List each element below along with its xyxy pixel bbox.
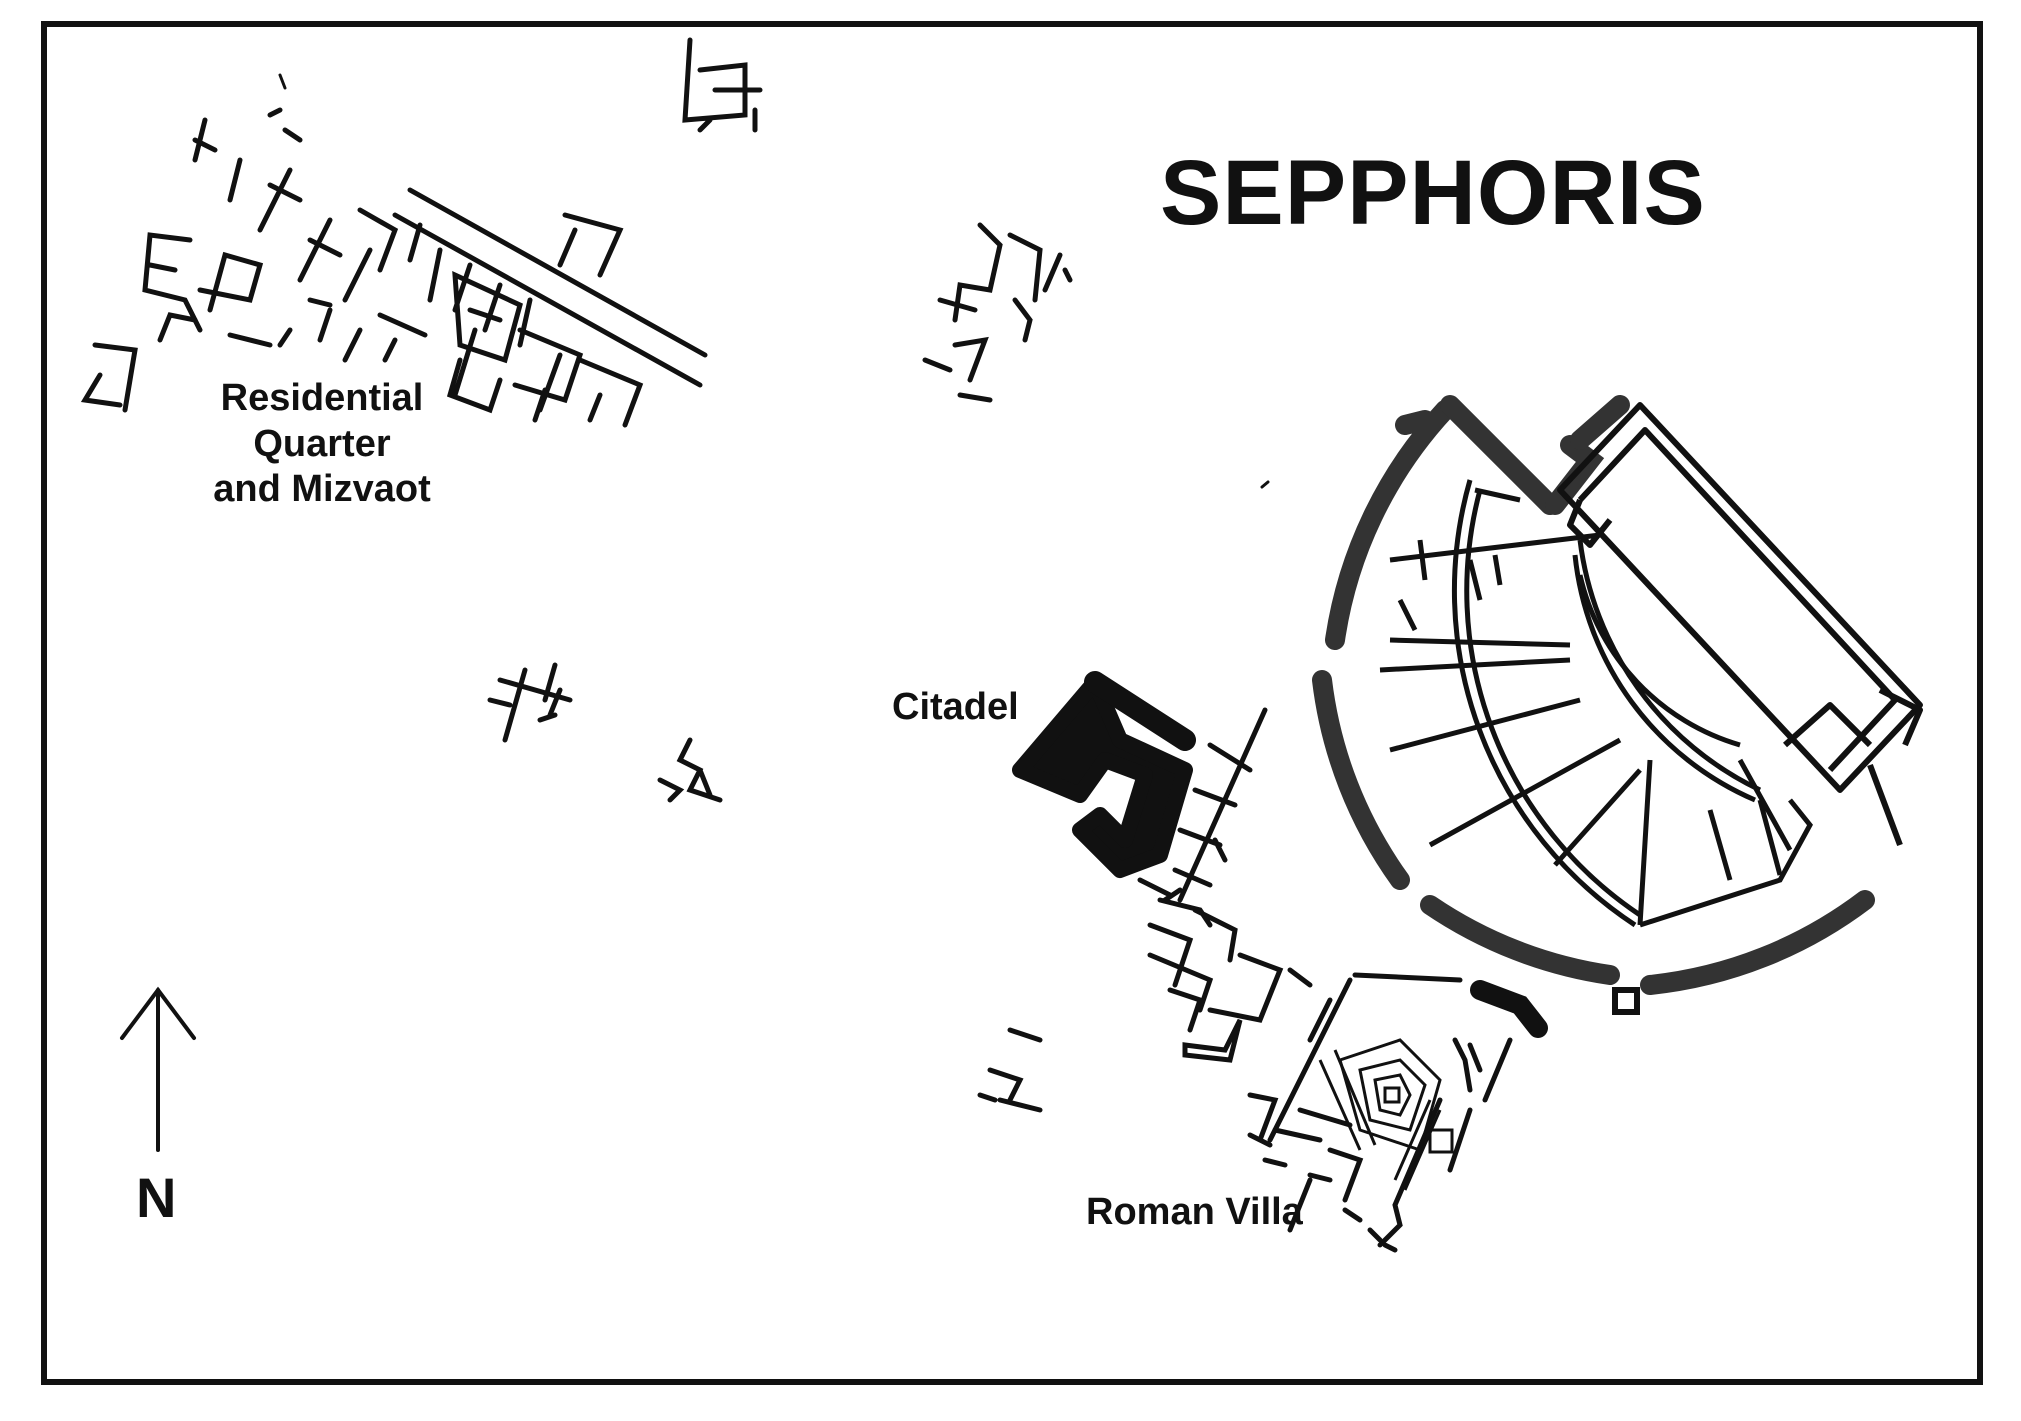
scattered-ruins xyxy=(487,222,1073,1113)
label-roman-villa: Roman Villa xyxy=(1086,1191,1303,1233)
north-label: N xyxy=(136,1166,177,1229)
north-arrow xyxy=(120,986,196,1152)
villa-mosaic xyxy=(1318,1038,1454,1191)
map-frame xyxy=(41,21,1983,1385)
citadel-annex xyxy=(1137,707,1268,903)
residential-quarter xyxy=(80,107,708,428)
roman-villa xyxy=(1147,897,1513,1253)
north-ruins xyxy=(682,37,763,133)
villa-wall xyxy=(1470,980,1548,1038)
label-residential-quarter: Residential Quarter and Mizvaot xyxy=(213,377,431,511)
stray-marks xyxy=(278,73,1270,489)
map-title: SEPPHORIS xyxy=(1160,142,1706,244)
theater xyxy=(1312,395,1923,1015)
label-citadel: Citadel xyxy=(892,686,1019,728)
citadel xyxy=(1012,671,1196,878)
theater-pier xyxy=(1612,987,1640,1015)
